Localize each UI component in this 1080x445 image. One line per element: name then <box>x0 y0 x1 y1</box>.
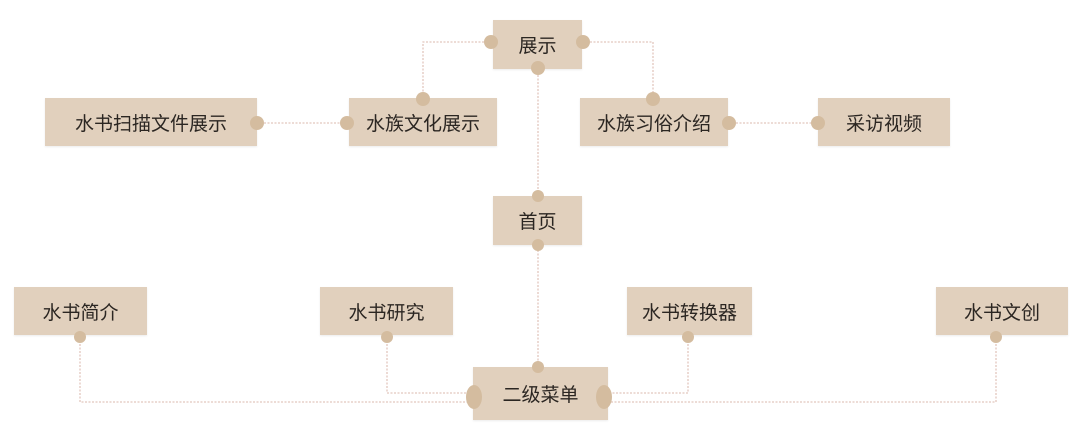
node-research: 水书研究 <box>320 287 453 335</box>
node-label: 水书扫描文件展示 <box>74 112 227 135</box>
connector-dot <box>532 190 544 202</box>
link-display-culture <box>422 41 491 99</box>
connector-dot <box>646 92 660 106</box>
connector-dot <box>416 92 430 106</box>
node-scan-display: 水书扫描文件展示 <box>45 98 257 146</box>
connector-dot <box>466 385 482 409</box>
node-creative: 水书文创 <box>936 287 1068 335</box>
connector-dot <box>74 331 86 343</box>
connector-dot <box>576 35 590 49</box>
link-research-submenu <box>386 337 473 394</box>
connector-dot <box>531 61 545 75</box>
node-label: 水书简介 <box>42 301 119 324</box>
node-display: 展示 <box>493 20 582 69</box>
node-label: 采访视频 <box>845 112 922 135</box>
node-label: 二级菜单 <box>502 384 579 406</box>
connector-dot <box>596 385 612 409</box>
node-home: 首页 <box>493 196 582 245</box>
node-label: 水族文化展示 <box>365 112 480 135</box>
node-submenu: 二级菜单 <box>473 367 608 420</box>
node-label: 水族习俗介绍 <box>596 112 711 135</box>
connector-dot <box>532 239 544 251</box>
connector-dot <box>250 116 264 130</box>
connector-dot <box>532 361 544 373</box>
node-converter: 水书转换器 <box>627 287 752 335</box>
node-customs-intro: 水族习俗介绍 <box>580 98 728 146</box>
connector-dot <box>340 116 354 130</box>
connector-dot <box>381 331 393 343</box>
node-label: 展示 <box>518 35 557 57</box>
node-interview-video: 采访视频 <box>818 98 950 146</box>
node-label: 水书文创 <box>963 301 1040 324</box>
node-label: 水书研究 <box>348 301 425 324</box>
connector-dot <box>484 35 498 49</box>
link-intro-submenu <box>79 337 473 403</box>
link-creative-submenu <box>603 337 997 403</box>
node-intro: 水书简介 <box>14 287 147 335</box>
connector-dot <box>722 116 736 130</box>
connector-dot <box>990 331 1002 343</box>
link-converter-submenu <box>603 337 689 394</box>
connector-dot <box>682 331 694 343</box>
node-label: 首页 <box>518 211 557 233</box>
node-label: 水书转换器 <box>641 301 737 324</box>
link-display-customs <box>583 41 654 99</box>
connector-dot <box>811 116 825 130</box>
